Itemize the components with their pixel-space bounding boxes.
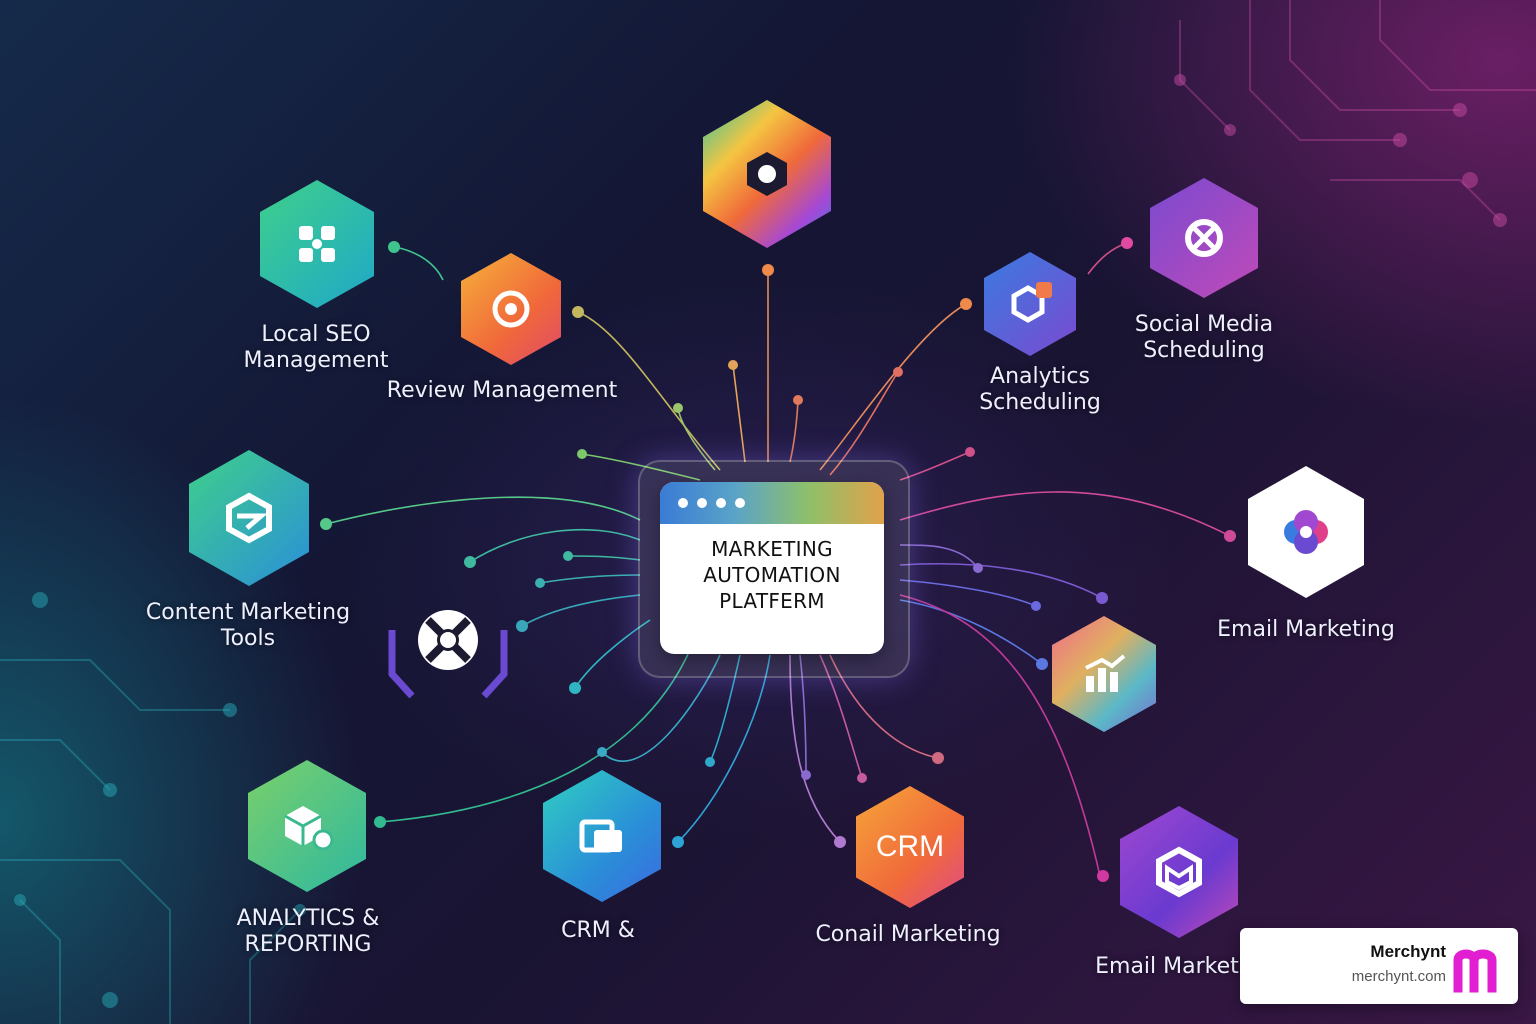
platform-title: MARKETING AUTOMATION PLATFERM <box>660 524 884 614</box>
content-marketing-label: Content Marketing Tools <box>145 600 351 651</box>
lifebuoy-icon <box>388 610 508 699</box>
window-dot-icon <box>716 498 726 508</box>
social-media-icon <box>1150 178 1258 298</box>
conail-marketing-label: Conail Marketing <box>815 922 1001 947</box>
package-icon <box>284 806 334 851</box>
crm-icon-text: CRM <box>875 830 945 863</box>
merchynt-logo-icon <box>1453 949 1497 993</box>
analytics-reporting-label: ANALYTICS & REPORTING <box>236 906 380 957</box>
shield-icon <box>1156 846 1202 898</box>
flower-icon <box>1284 510 1328 554</box>
email-marketing-icon <box>1248 466 1364 598</box>
bar-chart-node-icon <box>1052 616 1156 732</box>
analytics-scheduling-label: Analytics Scheduling <box>979 364 1101 415</box>
brand-url: merchynt.com <box>1351 968 1446 985</box>
box-icon <box>226 492 272 544</box>
cube-icon <box>1011 282 1052 323</box>
window-dot-icon <box>735 498 745 508</box>
refresh-icon <box>1185 219 1223 257</box>
brand-name: Merchynt <box>1370 942 1446 961</box>
email-marketing-label: Email Marketing <box>1217 617 1395 642</box>
platform-title-line: PLATFERM <box>719 589 825 613</box>
target-icon <box>492 290 530 328</box>
email-marketing-2-label: Email Marketi <box>1095 954 1245 979</box>
window-dot-icon <box>697 498 707 508</box>
window-title-bar <box>660 482 884 524</box>
crm-icon <box>543 770 661 902</box>
social-media-label: Social Media Scheduling <box>1134 312 1274 363</box>
platform-title-line: MARKETING <box>711 537 833 561</box>
puzzle-icon <box>299 226 335 262</box>
review-management-label: Review Management <box>386 378 618 403</box>
bar-chart-icon <box>1085 654 1126 692</box>
brand-card[interactable]: Merchynt merchynt.com <box>1240 928 1518 1004</box>
crm-and-label: CRM & <box>561 918 635 943</box>
platform-title-line: AUTOMATION <box>703 563 841 587</box>
platform-node: MARKETING AUTOMATION PLATFERM <box>660 482 884 654</box>
local-seo-label: Local SEO Management <box>243 322 389 373</box>
windows-icon <box>579 819 622 853</box>
window-dot-icon <box>678 498 688 508</box>
node-icon <box>747 152 787 196</box>
